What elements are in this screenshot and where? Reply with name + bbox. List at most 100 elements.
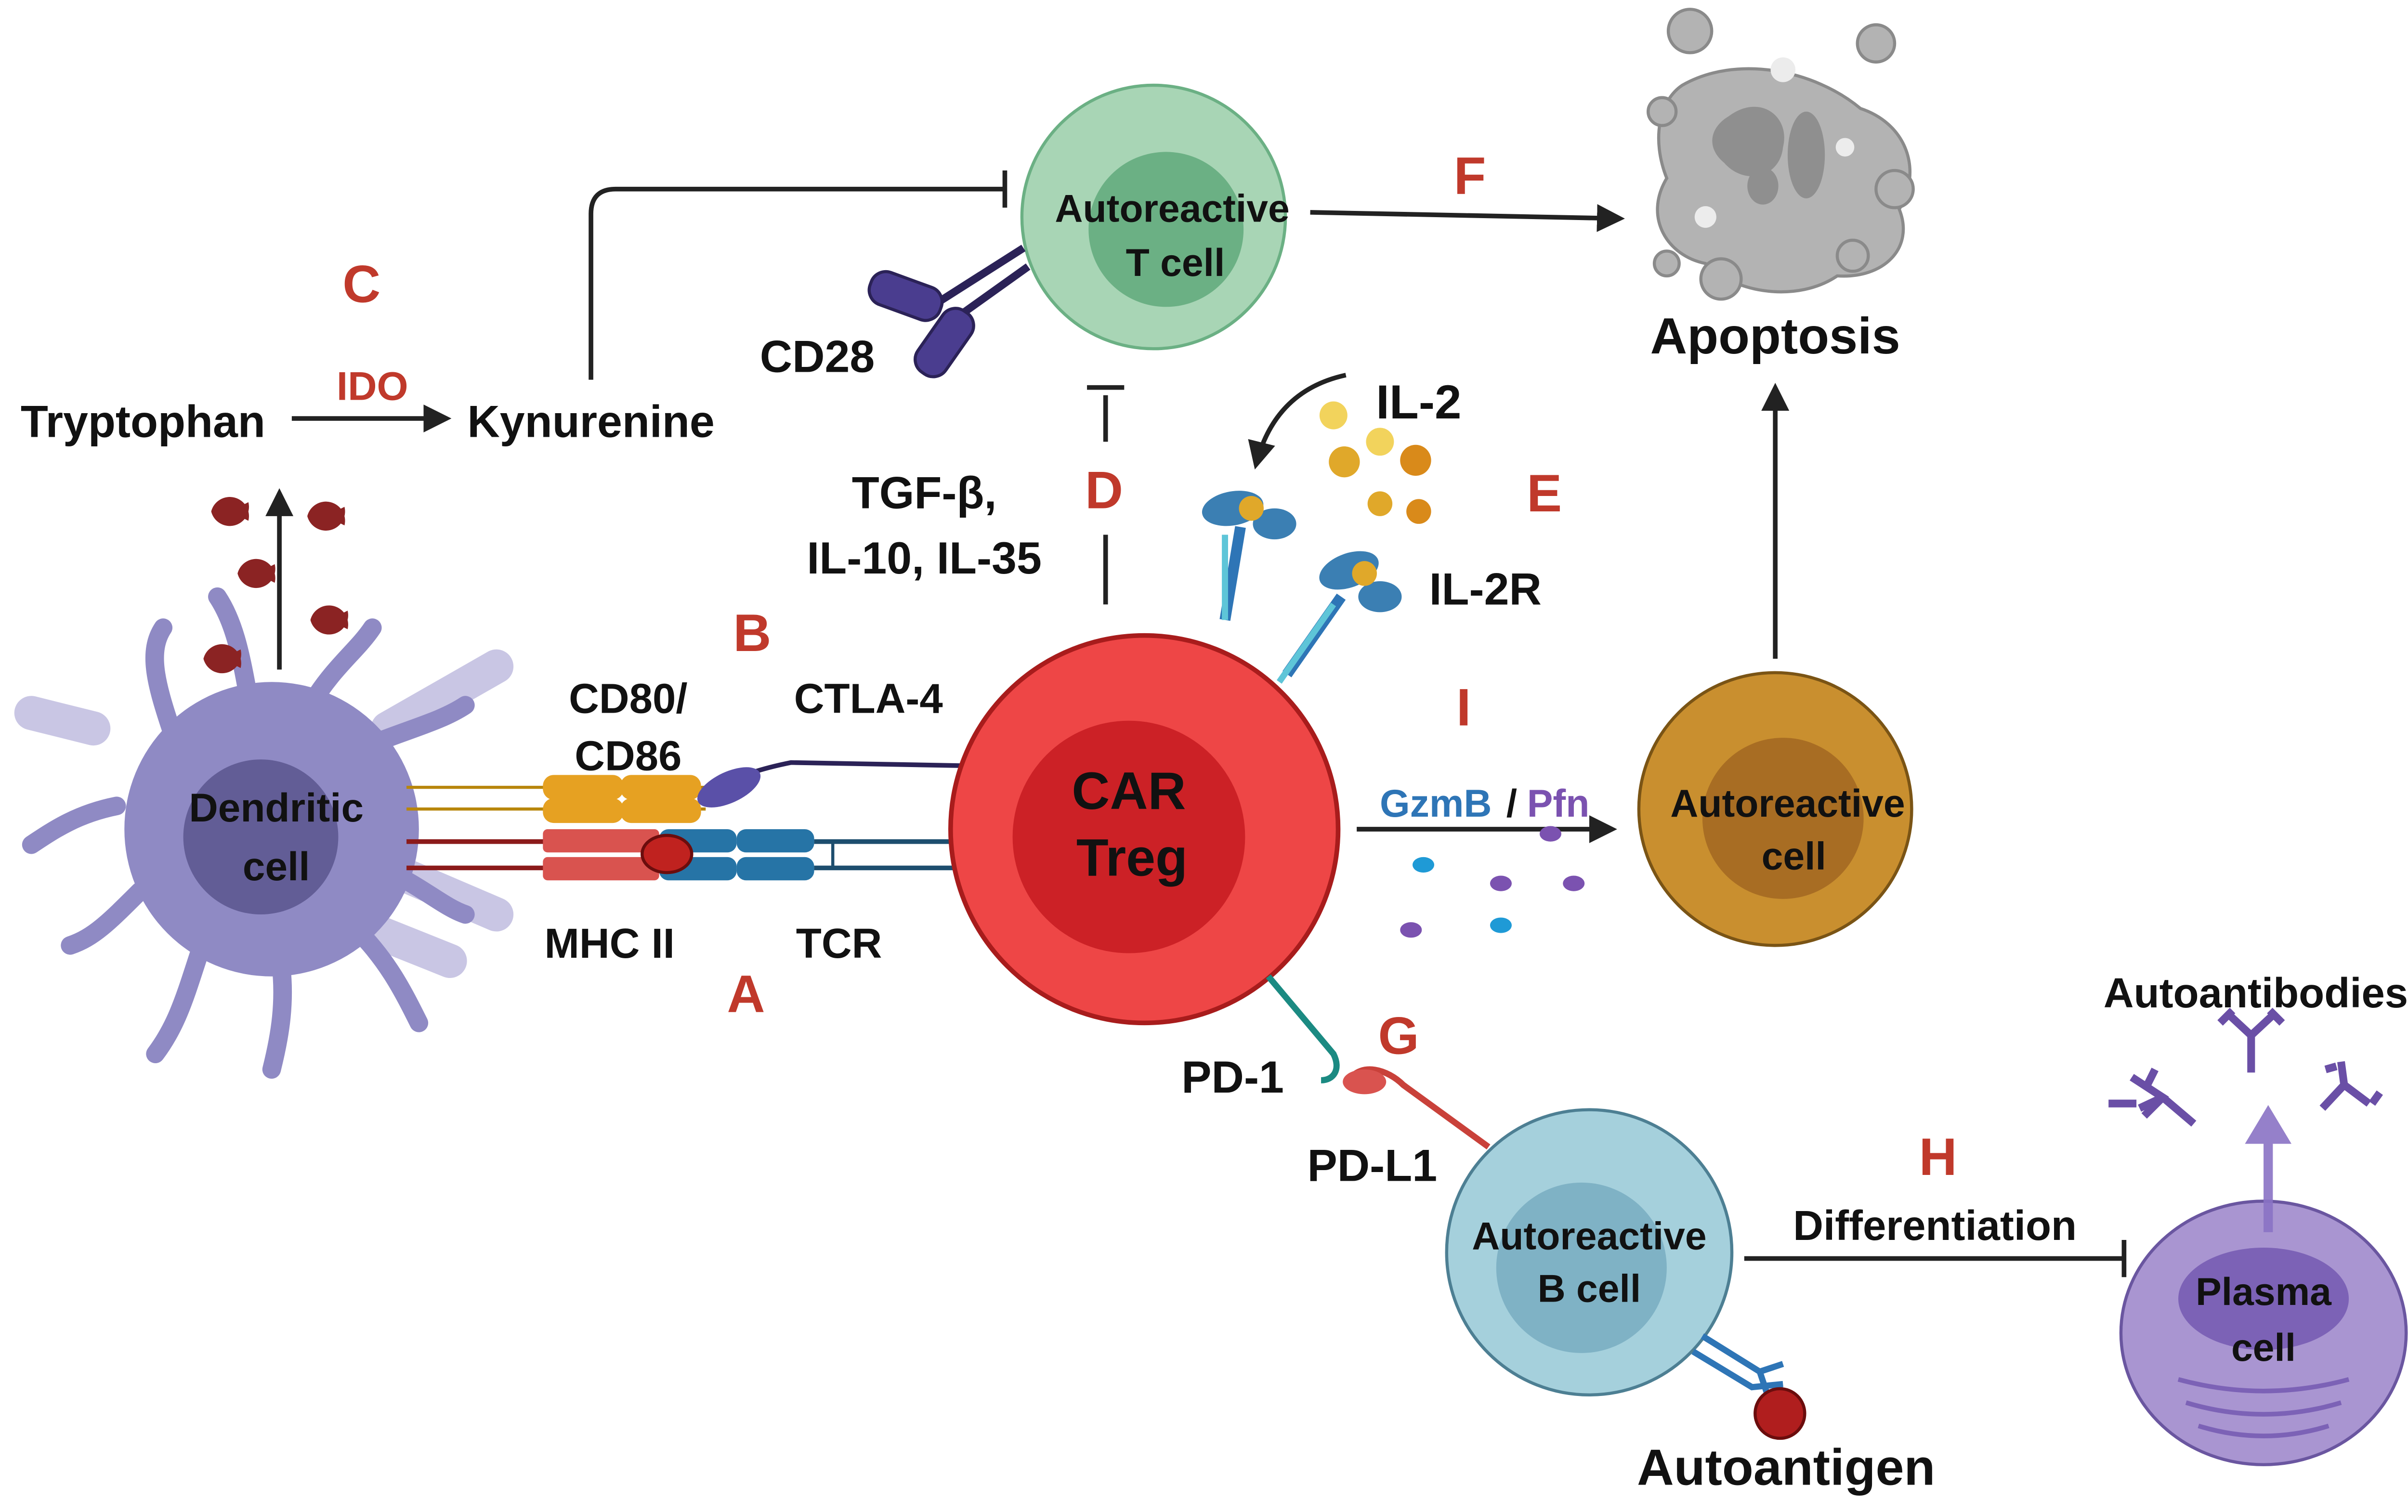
t-cell-label-line2: T cell bbox=[1126, 241, 1225, 285]
pd1-pdl1-interaction bbox=[1266, 974, 1491, 1150]
il2-dot bbox=[1367, 491, 1393, 516]
letter-d: D bbox=[1085, 461, 1123, 520]
autoantibody-icons bbox=[2108, 1007, 2383, 1127]
antibody-icon bbox=[2217, 1007, 2285, 1073]
cd80-label-line1: CD80/ bbox=[569, 676, 687, 722]
il2r-label: IL-2R bbox=[1429, 564, 1542, 614]
gzmb-granule bbox=[1412, 857, 1435, 873]
pd1-receptor bbox=[1266, 974, 1340, 1083]
letter-h: H bbox=[1919, 1128, 1957, 1186]
apoptotic-bleb bbox=[1874, 169, 1915, 209]
il2-cytokine-dots bbox=[1319, 401, 1431, 524]
il2-label: IL-2 bbox=[1376, 376, 1461, 429]
tcr-domain bbox=[736, 829, 814, 853]
apoptotic-bleb bbox=[1652, 249, 1681, 278]
antibody-icon bbox=[2319, 1061, 2383, 1111]
apoptotic-nucleus-fragment bbox=[1747, 167, 1779, 205]
car-treg-label-line1: CAR bbox=[1072, 762, 1186, 821]
apoptotic-vesicle bbox=[1694, 206, 1716, 228]
apoptotic-body bbox=[1656, 67, 1911, 294]
apoptotic-bleb bbox=[1835, 238, 1870, 273]
ctla4-label: CTLA-4 bbox=[794, 676, 943, 722]
t-cell-nucleus bbox=[1088, 152, 1244, 307]
autoreactive-cell-nucleus bbox=[1702, 738, 1864, 899]
il2r-chain bbox=[1276, 602, 1336, 684]
plasma-cell-label-line2: cell bbox=[2231, 1326, 2296, 1369]
apoptotic-cell-icon bbox=[1647, 8, 1915, 301]
apoptotic-bleb bbox=[1647, 96, 1678, 127]
letter-e: E bbox=[1527, 464, 1562, 523]
plasma-cell: Plasma cell bbox=[2119, 1199, 2408, 1466]
pfn-granule bbox=[1490, 875, 1512, 891]
autoreactive-cell: Autoreactive cell bbox=[1637, 671, 1913, 947]
letter-b: B bbox=[733, 604, 771, 663]
tryptophan-label: Tryptophan bbox=[21, 397, 265, 447]
il2-dot bbox=[1366, 428, 1394, 456]
plasma-cell-er bbox=[2177, 1377, 2350, 1438]
cd86-domain bbox=[543, 798, 624, 823]
cd28-stalk bbox=[936, 245, 1026, 306]
letter-f: F bbox=[1454, 146, 1486, 205]
letter-a: A bbox=[727, 965, 765, 1024]
dendritic-cell: Dendritic cell bbox=[14, 587, 514, 1079]
tcr-domain bbox=[736, 857, 814, 881]
pdl1-domain bbox=[1343, 1069, 1387, 1095]
il2-dot bbox=[1406, 499, 1431, 524]
t-cell-label-line1: Autoreactive bbox=[1055, 187, 1289, 230]
pfn-granule bbox=[1563, 875, 1585, 891]
plasma-cell-nucleus bbox=[2178, 1248, 2349, 1350]
ctla4-domain bbox=[697, 767, 761, 808]
antigen-peptide bbox=[641, 834, 694, 874]
cd80-label-line2: CD86 bbox=[575, 733, 681, 780]
cd28-receptor bbox=[867, 245, 1031, 378]
il2-dot bbox=[1319, 401, 1348, 430]
apoptotic-nucleus-fragment bbox=[1787, 111, 1825, 198]
pfn-label: Pfn bbox=[1527, 782, 1590, 825]
immune-synapse bbox=[406, 760, 962, 881]
granule-dots bbox=[1400, 826, 1585, 938]
apoptotic-bleb bbox=[1856, 23, 1897, 64]
il2-uptake-arrow bbox=[1248, 373, 1347, 469]
autoantigen-label: Autoantigen bbox=[1637, 1439, 1935, 1496]
cd80-domain bbox=[543, 775, 624, 800]
antibody-icon bbox=[2108, 1068, 2197, 1127]
mhc2-domain bbox=[543, 829, 659, 853]
gzmb-pfn-separator: / bbox=[1506, 782, 1517, 825]
b-cell-label-line2: B cell bbox=[1538, 1267, 1641, 1311]
ido-label: IDO bbox=[337, 363, 408, 408]
b-cell-label-line1: Autoreactive bbox=[1472, 1214, 1706, 1258]
tcr-label: TCR bbox=[796, 920, 882, 967]
cd28-domain bbox=[914, 307, 975, 378]
apoptotic-vesicle bbox=[1770, 57, 1796, 82]
il2r-domain bbox=[1253, 508, 1296, 540]
pdl1-label: PD-L1 bbox=[1307, 1141, 1437, 1191]
pfn-granule bbox=[1400, 922, 1422, 938]
letter-c: C bbox=[342, 255, 380, 314]
letter-i: I bbox=[1456, 678, 1471, 737]
pfn-granule bbox=[1539, 826, 1561, 842]
gzmb-granule bbox=[1490, 917, 1512, 933]
apoptotic-vesicle bbox=[1835, 138, 1855, 157]
mhc2-domain bbox=[543, 857, 659, 881]
ido-enzyme-icon bbox=[307, 501, 345, 531]
autoreactive-t-cell: Autoreactive T cell bbox=[1020, 83, 1290, 351]
il2-dot bbox=[1329, 446, 1360, 478]
ido-enzyme-icons bbox=[203, 497, 348, 674]
ido-enzyme-icon bbox=[203, 644, 241, 674]
bcr-receptor bbox=[1691, 1333, 1784, 1396]
il2-receptor bbox=[1202, 491, 1402, 684]
ido-enzyme-icon bbox=[310, 605, 348, 635]
car-treg-label-line2: Treg bbox=[1076, 829, 1188, 887]
autoreactive-b-cell: Autoreactive B cell bbox=[1445, 1108, 1734, 1397]
apoptosis-label: Apoptosis bbox=[1650, 307, 1900, 365]
differentiation-label: Differentiation bbox=[1793, 1202, 2077, 1249]
cd80-domain bbox=[620, 775, 701, 800]
apoptotic-bleb bbox=[1666, 8, 1714, 54]
cd28-domain bbox=[867, 270, 944, 322]
autoantibodies-label: Autoantibodies bbox=[2104, 970, 2408, 1017]
apoptotic-bleb bbox=[1699, 257, 1743, 301]
car-treg-nucleus bbox=[1012, 720, 1245, 953]
ido-enzyme-icon bbox=[237, 559, 275, 588]
